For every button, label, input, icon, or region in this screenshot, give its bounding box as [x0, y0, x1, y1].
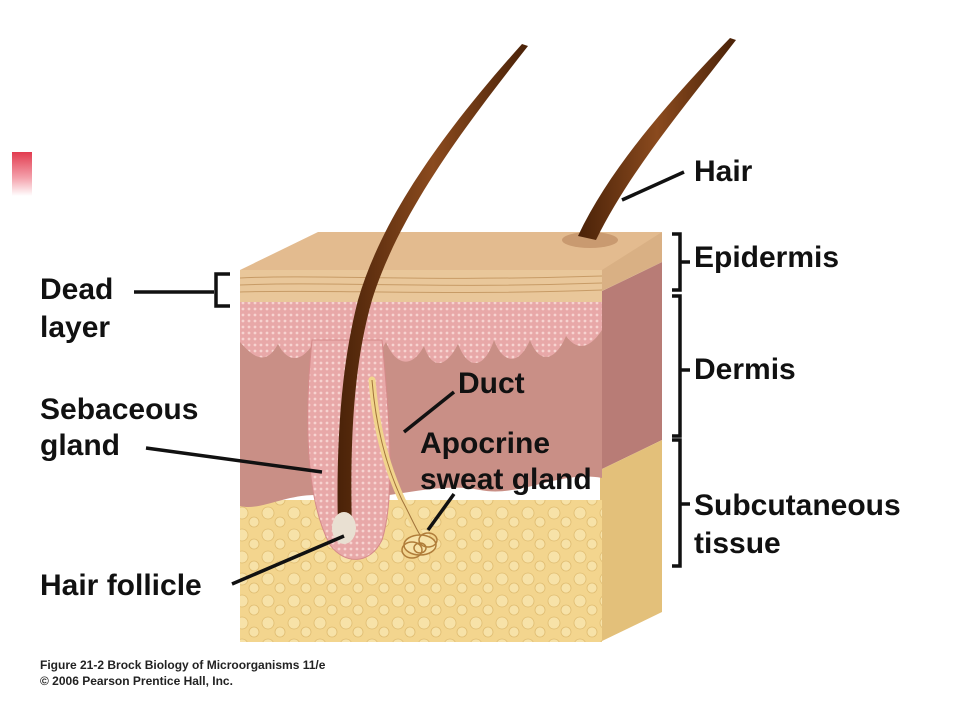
epidermis-layer [240, 270, 602, 302]
label-hair: Hair [694, 155, 753, 188]
subcutaneous-layer [240, 500, 602, 642]
skin-surface [240, 232, 662, 270]
label-epidermis: Epidermis [694, 241, 840, 274]
label-sebaceous-line2: gland [40, 429, 120, 462]
slide-accent-bar [12, 152, 32, 196]
leader-lines [134, 170, 690, 586]
label-sebaceous-line1: Sebaceous [40, 393, 199, 426]
label-apocrine-line2: sweat gland [420, 463, 592, 496]
label-subcutaneous-line1: Subcutaneous [694, 489, 901, 522]
label-hair-follicle: Hair follicle [40, 569, 202, 602]
label-subcutaneous-line2: tissue [694, 527, 781, 560]
apocrine-gland [401, 532, 438, 559]
hair-shaft-right [578, 38, 736, 240]
label-dead-layer-line2: layer [40, 311, 111, 344]
block-right-side [600, 232, 662, 642]
caption-line1: Figure 21-2 Brock Biology of Microorgani… [40, 658, 326, 672]
hair-shaft-left [337, 44, 528, 530]
label-apocrine-line1: Apocrine [420, 427, 551, 460]
label-dermis: Dermis [694, 353, 796, 386]
label-dead-layer-line1: Dead [40, 273, 114, 306]
label-duct: Duct [458, 367, 525, 400]
caption-line2: © 2006 Pearson Prentice Hall, Inc. [40, 674, 233, 688]
figure-caption: Figure 21-2 Brock Biology of Microorgani… [40, 657, 325, 689]
